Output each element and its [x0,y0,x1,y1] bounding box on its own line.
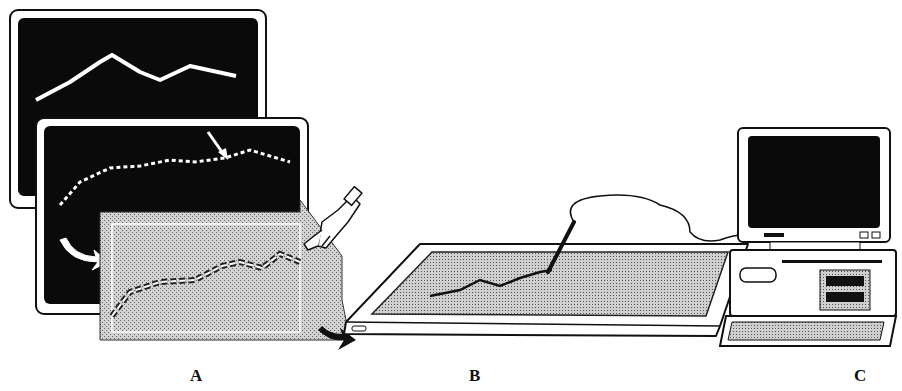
hand [304,187,362,250]
computer [720,128,896,346]
digitizer-tablet [344,195,760,336]
figure-label: C [854,366,866,386]
tracing-sheet [100,200,356,350]
figure-label: A [190,366,202,386]
figure-label: B [469,366,480,386]
